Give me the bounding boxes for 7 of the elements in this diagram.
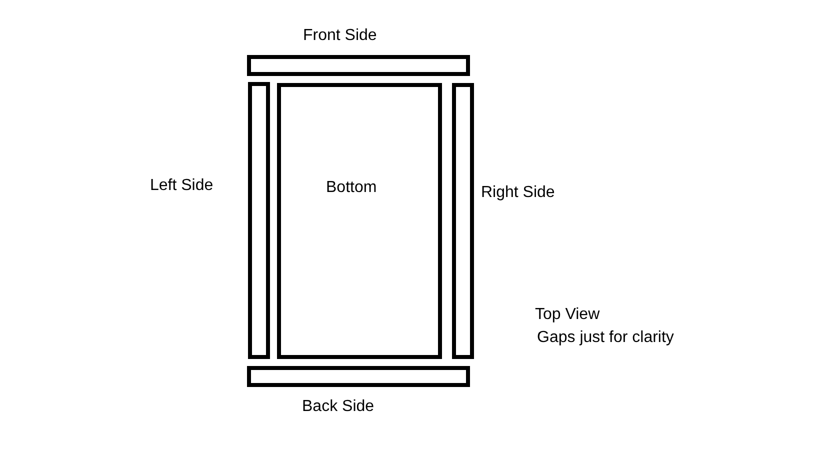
part-label: Front Side <box>303 26 377 46</box>
part-label: Bottom <box>326 178 377 198</box>
part-label: Left Side <box>150 176 214 196</box>
part-label: Right Side <box>481 183 555 203</box>
view-label: Top View <box>535 305 600 325</box>
part-label: Back Side <box>302 397 374 417</box>
note-text: Gaps just for clarity <box>537 328 674 348</box>
